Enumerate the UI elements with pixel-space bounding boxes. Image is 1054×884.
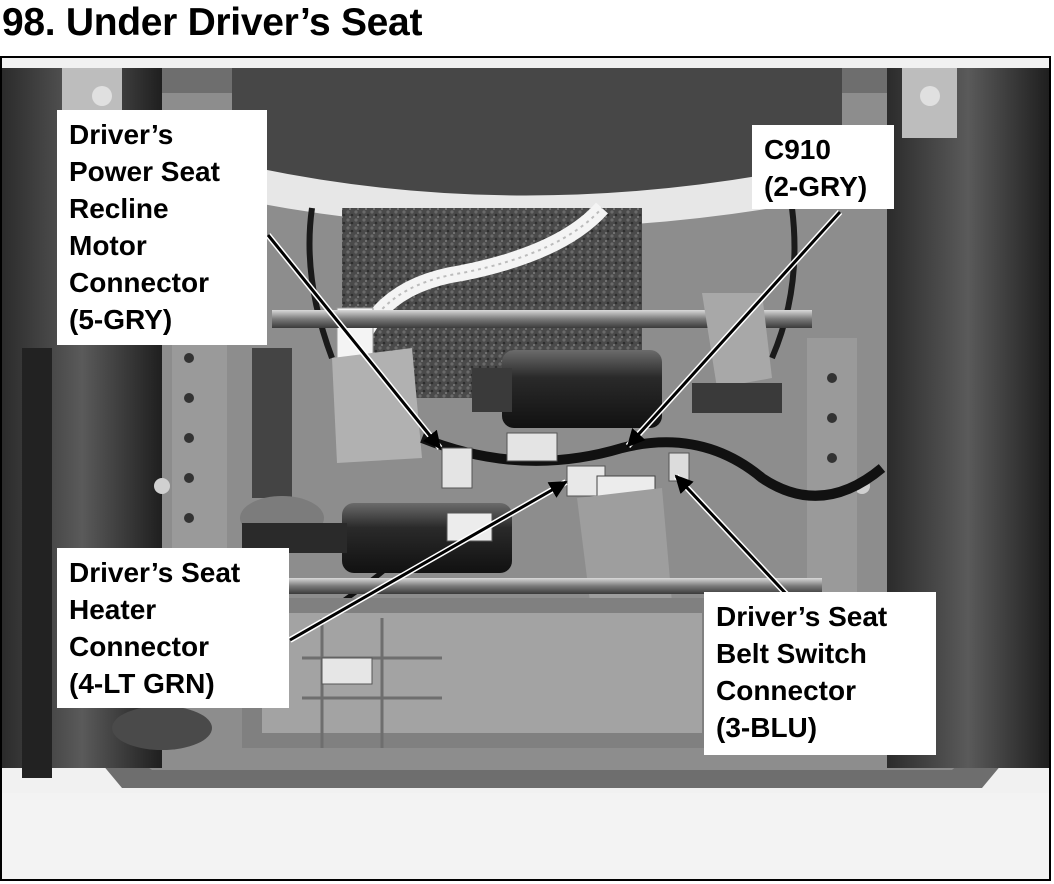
page-title: 98. Under Driver’s Seat: [2, 1, 423, 44]
callout-line: Driver’s Seat: [716, 601, 888, 632]
callout-seat-heater-connector: Driver’s Seat Heater Connector (4-LT GRN…: [57, 548, 289, 708]
callout-line: Connector: [716, 675, 856, 706]
callout-recline-motor-connector: Driver’s Power Seat Recline Motor Connec…: [57, 110, 267, 345]
callout-line: Power Seat: [69, 156, 220, 187]
callout-line: (2-GRY): [764, 171, 868, 202]
callout-line: (5-GRY): [69, 304, 173, 335]
callout-line: Belt Switch: [716, 638, 867, 669]
callout-line: Driver’s Seat: [69, 557, 241, 588]
callout-belt-switch-connector: Driver’s Seat Belt Switch Connector (3-B…: [704, 592, 936, 755]
callout-line: (4-LT GRN): [69, 668, 215, 699]
callout-line: Motor: [69, 230, 147, 261]
callout-c910: C910 (2-GRY): [752, 125, 894, 209]
callout-line: C910: [764, 134, 831, 165]
callout-line: Recline: [69, 193, 169, 224]
callout-line: Connector: [69, 631, 209, 662]
callout-line: Heater: [69, 594, 157, 625]
callout-line: (3-BLU): [716, 712, 818, 743]
callout-line: Connector: [69, 267, 209, 298]
callout-line: Driver’s: [69, 119, 174, 150]
